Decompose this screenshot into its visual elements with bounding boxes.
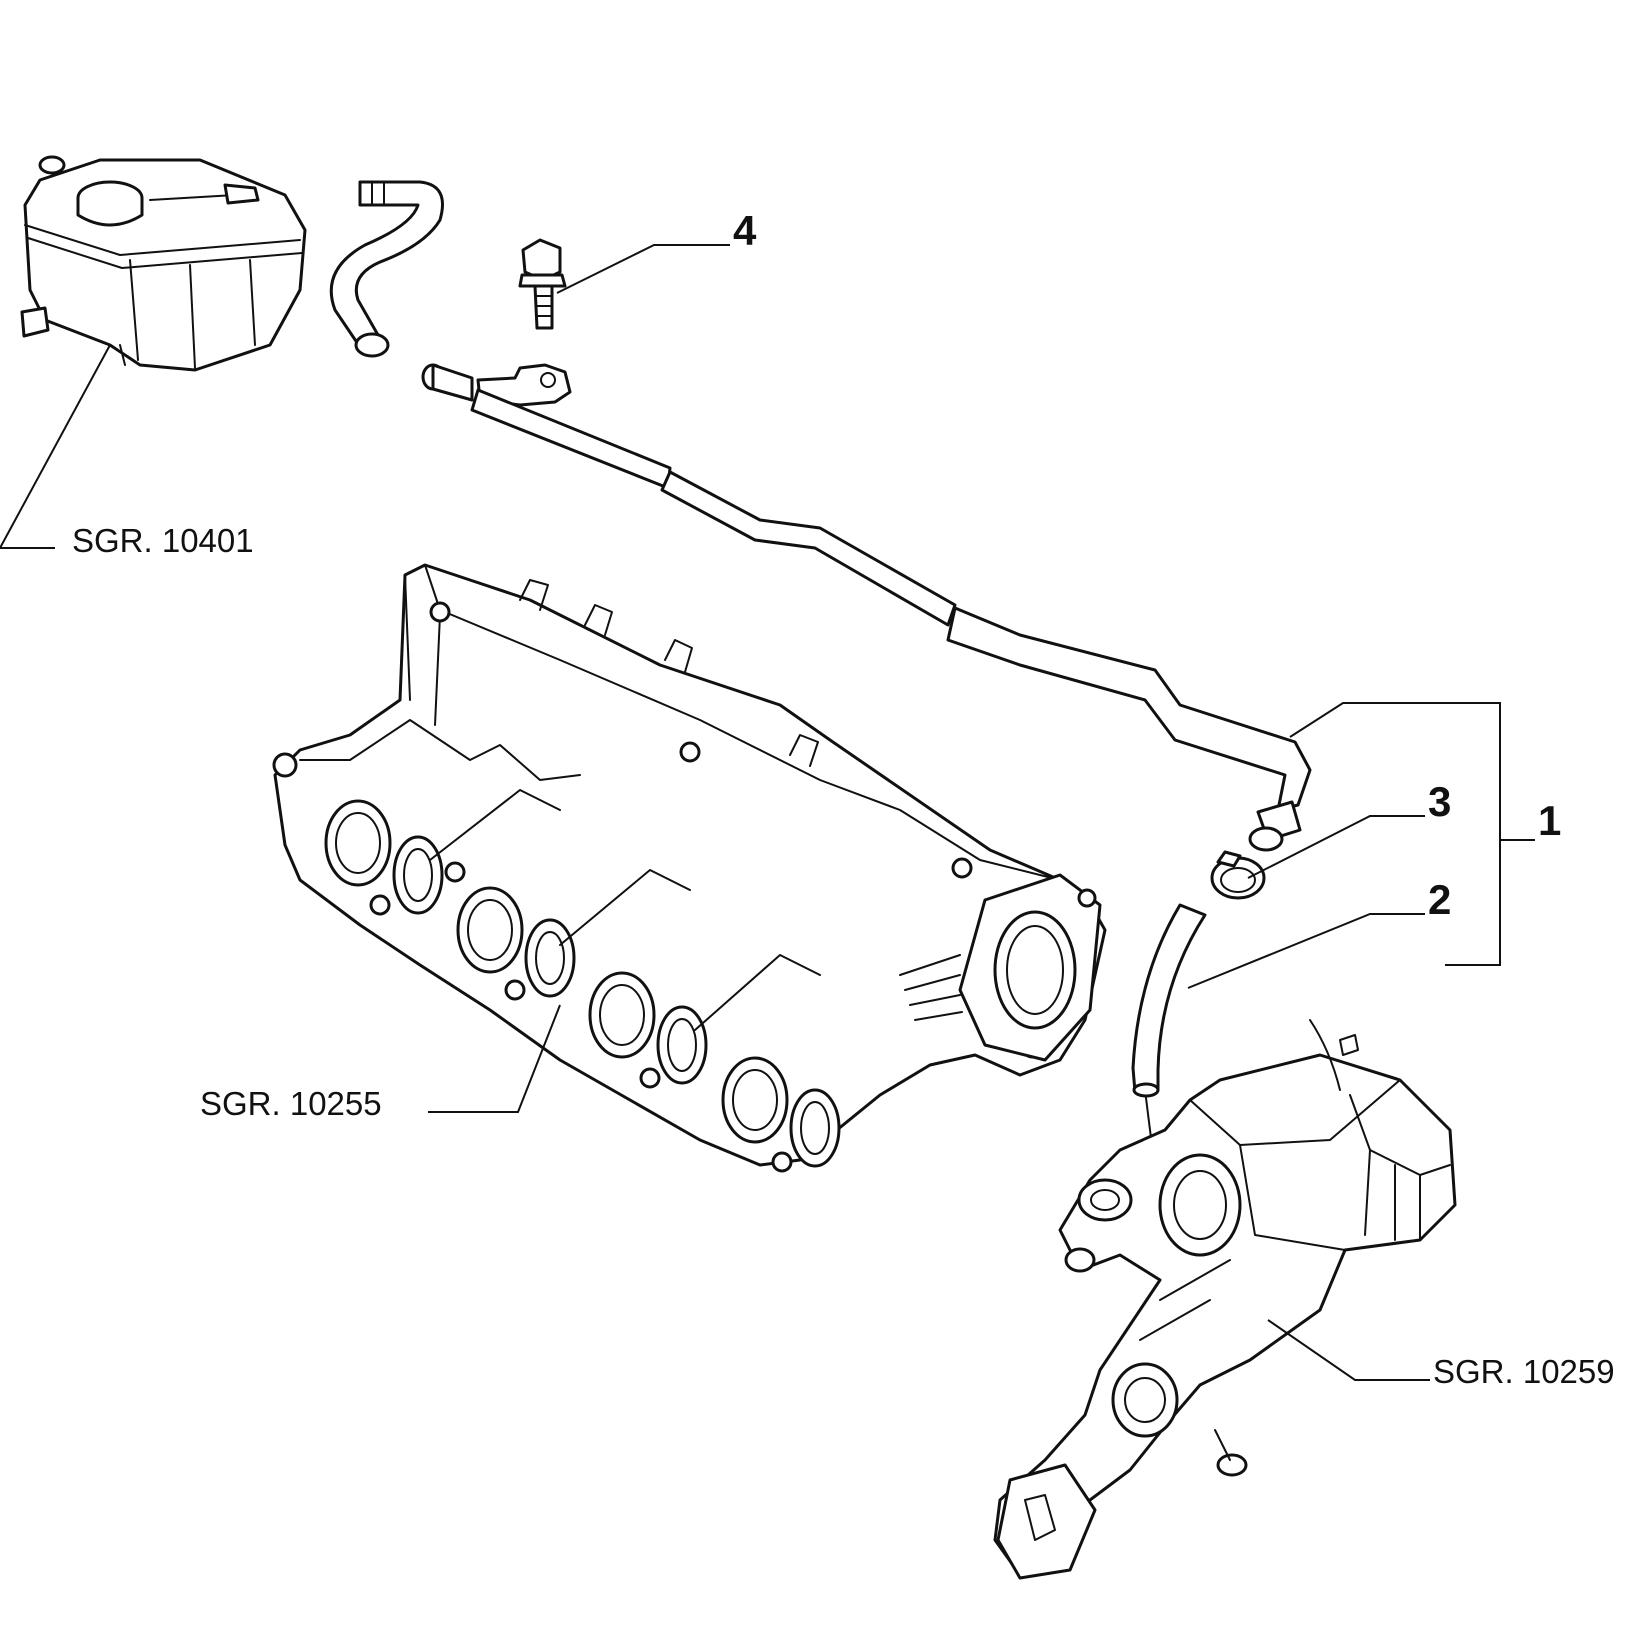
- ref-label-sgr-10401: SGR. 10401: [72, 522, 254, 559]
- callout-2: 2: [1428, 876, 1451, 923]
- bolt-part-4: [518, 238, 567, 330]
- leader-sgr-10401: [0, 344, 111, 549]
- leader-sgr-10255: [428, 1004, 561, 1113]
- leader-lines: [0, 244, 1535, 1381]
- leader-sgr-10259: [1267, 1319, 1430, 1381]
- ref-label-sgr-10259: SGR. 10259: [1433, 1353, 1615, 1390]
- hose-clamp-part-3: [1210, 850, 1266, 900]
- callout-4: 4: [733, 207, 757, 254]
- leader-part-1-bracket: [1289, 702, 1501, 966]
- callout-1: 1: [1538, 797, 1561, 844]
- coolant-pipe: [421, 363, 1312, 852]
- small-hose: [329, 180, 444, 358]
- egr-unit: [993, 1019, 1457, 1580]
- ref-label-sgr-10255: SGR. 10255: [200, 1085, 382, 1122]
- leader-part-4: [556, 244, 730, 294]
- short-hose-part-2: [1131, 903, 1207, 1171]
- callout-3: 3: [1428, 778, 1451, 825]
- intake-manifold: [272, 563, 1107, 1173]
- leader-part-3: [1247, 815, 1425, 879]
- leader-part-2: [1187, 913, 1425, 989]
- expansion-tank: [20, 155, 307, 372]
